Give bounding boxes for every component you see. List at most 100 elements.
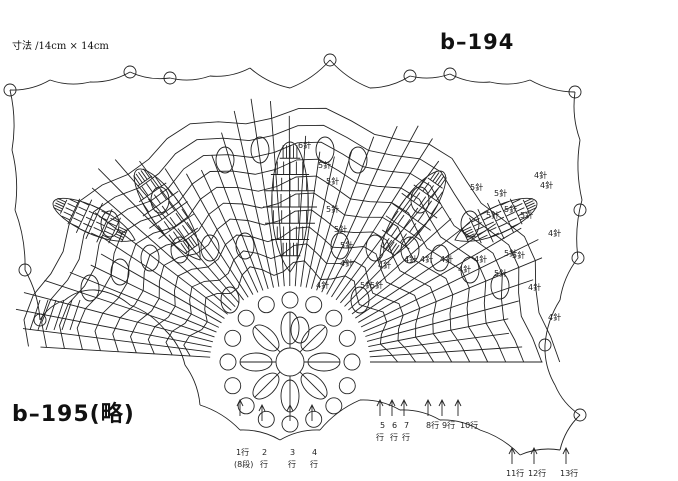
- petal-stitch: [110, 258, 130, 286]
- petal-stitch: [250, 136, 270, 164]
- stitch-tick: [73, 217, 82, 223]
- petal-stitch: [235, 232, 255, 260]
- stitch-tick: [432, 172, 440, 182]
- stitch-tick: [174, 196, 182, 207]
- radial-chain: [310, 149, 353, 289]
- row-label: 8行: [426, 420, 439, 430]
- radial-chain: [100, 253, 222, 324]
- flower-bobble: [219, 353, 237, 371]
- row-arrow: [286, 403, 294, 412]
- stitch-tick: [480, 210, 489, 216]
- pineapple-motif: [379, 170, 447, 263]
- stitch-tick: [115, 233, 124, 238]
- petal-stitch: [460, 210, 480, 238]
- picot: [568, 85, 582, 99]
- flower-bobble: [338, 377, 356, 395]
- needle-count: 5針: [326, 204, 339, 214]
- stitch-tick: [398, 198, 406, 209]
- stitch-tick: [93, 227, 103, 232]
- row-label: 13行: [560, 468, 578, 478]
- stitch-tick: [177, 228, 185, 238]
- row-label: 6: [392, 421, 397, 430]
- stitch-tick: [528, 207, 537, 212]
- mesh-arc: [112, 192, 471, 363]
- chain-arc: [544, 299, 561, 346]
- radial-chain: [368, 318, 509, 347]
- stitch-tick: [175, 212, 183, 223]
- mesh-arc: [59, 141, 525, 363]
- radial-chain: [114, 159, 240, 304]
- row-arrow: [376, 398, 384, 407]
- stitch-tick: [409, 223, 417, 233]
- picot: [323, 53, 337, 67]
- stitch-tick: [477, 230, 486, 236]
- radial-chain: [326, 125, 419, 295]
- petal-stitch: [330, 232, 350, 260]
- radial-chain: [44, 280, 215, 338]
- stitch-tick: [492, 210, 502, 216]
- stitch-tick: [434, 173, 442, 184]
- stitch-tick: [138, 171, 146, 182]
- needle-count: 5針: [470, 182, 483, 192]
- radial-chain: [69, 271, 217, 333]
- petal-stitch: [150, 186, 170, 214]
- needle-count: 4針: [528, 282, 541, 292]
- stitch-tick: [80, 200, 90, 206]
- stitch-tick: [419, 196, 427, 206]
- stitch-tick: [133, 175, 141, 185]
- chain-arc: [279, 429, 321, 441]
- stitch-tick: [389, 243, 398, 253]
- mesh-arc: [147, 226, 435, 363]
- chain-arc: [439, 419, 481, 431]
- radial-chain: [164, 168, 249, 298]
- stitch-tick: [475, 226, 484, 231]
- flower-bobble: [305, 410, 323, 428]
- stitch-tick: [525, 200, 534, 205]
- mesh-arc: [41, 124, 543, 363]
- stitch-tick: [500, 200, 510, 206]
- petal-stitch: [170, 236, 190, 264]
- chain-arc: [129, 71, 171, 80]
- stitch-tick: [159, 190, 167, 200]
- chain-arc: [554, 384, 581, 416]
- stitch-tick: [61, 215, 71, 221]
- stitch-tick: [512, 198, 521, 204]
- pineapple-outline: [52, 197, 136, 242]
- chain-arc: [89, 71, 131, 83]
- petal-stitch: [140, 244, 160, 272]
- stitch-tick: [110, 217, 119, 223]
- stitch-tick: [78, 206, 87, 212]
- stitch-tick: [168, 201, 176, 211]
- needle-count: 5針: [334, 224, 347, 234]
- stitch-tick: [53, 207, 62, 212]
- stitch-tick: [503, 206, 512, 212]
- chain-arc: [573, 91, 581, 141]
- chain-arc: [199, 404, 241, 431]
- stitch-tick: [69, 198, 78, 204]
- picot: [18, 263, 32, 277]
- radial-chain: [22, 328, 211, 353]
- row-label: 12行: [528, 468, 546, 478]
- petal-stitch: [410, 186, 430, 214]
- pattern-title-alt: b–195(略): [12, 402, 135, 427]
- stitch-tick: [524, 197, 533, 203]
- stitch-tick: [85, 216, 95, 222]
- stitch-tick: [186, 221, 194, 232]
- pineapple-motif: [52, 197, 136, 244]
- stitch-tick: [385, 239, 393, 250]
- row-arrow: [308, 403, 316, 412]
- pattern-title: b–194: [440, 30, 515, 54]
- radial-chain: [305, 156, 335, 288]
- stitch-tick: [65, 207, 75, 212]
- petal-stitch: [215, 146, 235, 174]
- pineapple-motif: [263, 141, 317, 273]
- stitch-tick: [390, 227, 398, 237]
- chain-arc: [94, 289, 131, 306]
- flower-bobble: [338, 329, 356, 347]
- stitch-tick: [146, 183, 154, 193]
- needle-count: 4針: [540, 180, 553, 190]
- needle-count: 6針: [298, 140, 311, 150]
- mesh-arc: [183, 260, 399, 363]
